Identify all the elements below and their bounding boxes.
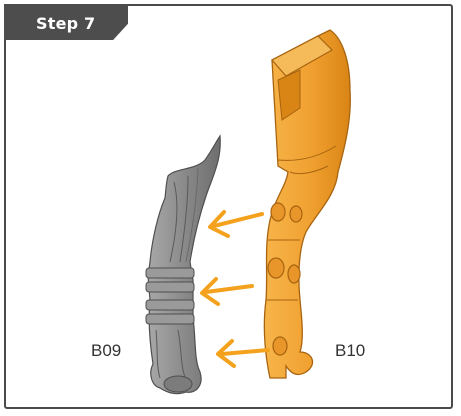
part-label-b09: B09 xyxy=(91,341,121,361)
arrow-left-icon xyxy=(202,279,252,304)
arrow-left-icon xyxy=(218,341,268,366)
arrow-left-icon xyxy=(210,212,262,236)
part-b10 xyxy=(264,30,350,378)
part-label-b10: B10 xyxy=(335,341,365,361)
part-b09 xyxy=(146,136,220,394)
